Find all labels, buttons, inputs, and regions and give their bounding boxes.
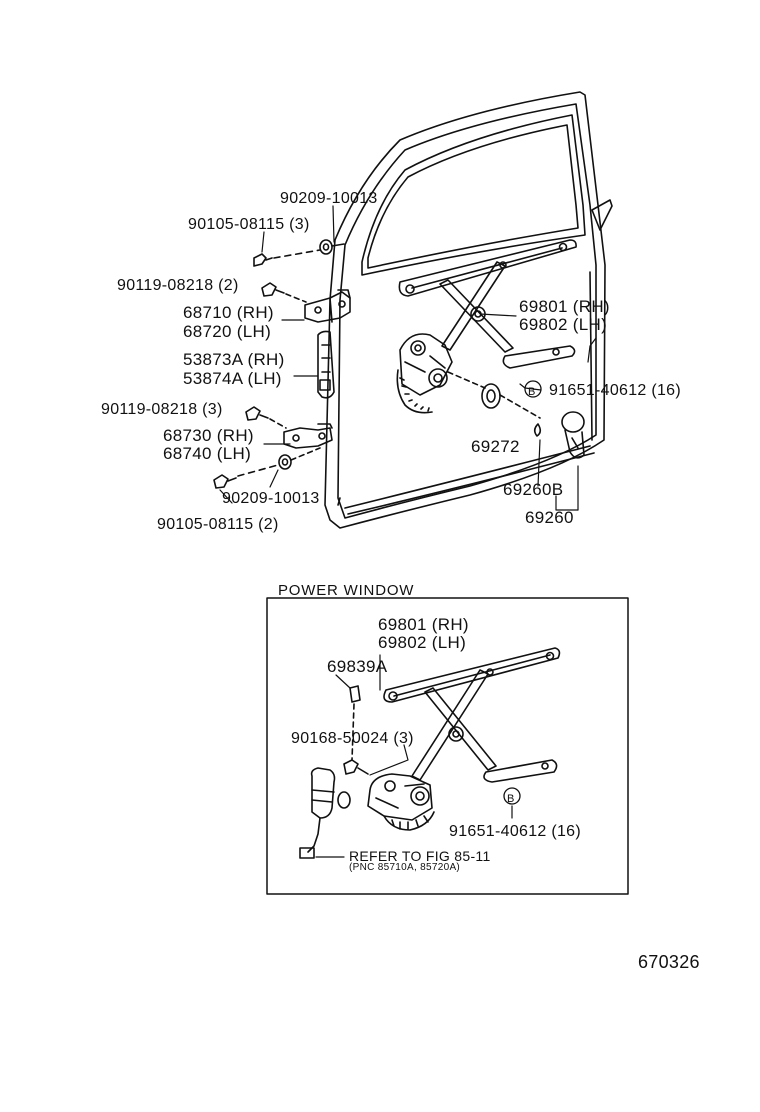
label-69260b: 69260B [503,480,564,499]
label-53874a: 53874A (LH) [183,369,282,388]
bolt-90105-bottom [214,465,278,488]
nut-90209-bottom [279,448,320,469]
label-90119-mid: 90119-08218 (3) [101,401,223,418]
nut-90209-top [320,240,344,254]
label-68720: 68720 (LH) [183,322,272,341]
door-check [318,331,334,397]
bolt-90119-top [262,283,306,302]
label-pw-69802: 69802 (LH) [378,633,467,652]
label-refer: REFER TO FIG 85-11 [349,848,491,864]
label-refer-sub: (PNC 85710A, 85720A) [349,862,461,873]
marker-b-top-circle [525,381,541,397]
lower-hinge [284,424,332,448]
label-68710: 68710 (RH) [183,303,274,322]
figure-number: 670326 [638,952,700,972]
clip-69839a [350,686,360,702]
power-window-box [267,598,628,894]
regulator-motor [300,768,350,858]
label-pw-69801: 69801 (RH) [378,615,469,634]
label-69260: 69260 [525,508,574,527]
marker-b-top: B [528,386,536,398]
bolt-90105-top [254,250,320,266]
bolt-90168 [344,760,368,774]
clip-69260b [535,424,541,436]
label-pw-91651: 91651-40612 (16) [449,823,582,840]
label-90209-top: 90209-10013 [280,190,378,207]
label-68730: 68730 (RH) [163,426,254,445]
bolt-90119-mid [246,407,286,428]
label-69802: 69802 (LH) [519,315,608,334]
label-68740: 68740 (LH) [163,444,252,463]
label-90105-top: 90105-08115 (3) [188,216,310,233]
label-90105-bottom: 90105-08115 (2) [157,516,279,533]
seat-69272 [482,384,500,408]
power-leader-lines [316,655,512,857]
label-69801: 69801 (RH) [519,297,610,316]
label-90168: 90168-50024 (3) [291,730,414,747]
label-91651-top: 91651-40612 (16) [549,382,682,399]
label-90209-bottom: 90209-10013 [222,490,320,507]
window-regulator-power [368,648,559,830]
label-69839a: 69839A [327,657,388,676]
label-53873a: 53873A (RH) [183,350,285,369]
label-69272: 69272 [471,437,520,456]
marker-b-box: B [507,793,515,805]
power-window-title: POWER WINDOW [278,582,415,599]
label-90119-top: 90119-08218 (2) [117,277,239,294]
window-crank-handle [562,412,584,458]
upper-hinge [305,290,350,322]
door-shell [325,92,612,528]
marker-b-box-circle [504,788,520,804]
